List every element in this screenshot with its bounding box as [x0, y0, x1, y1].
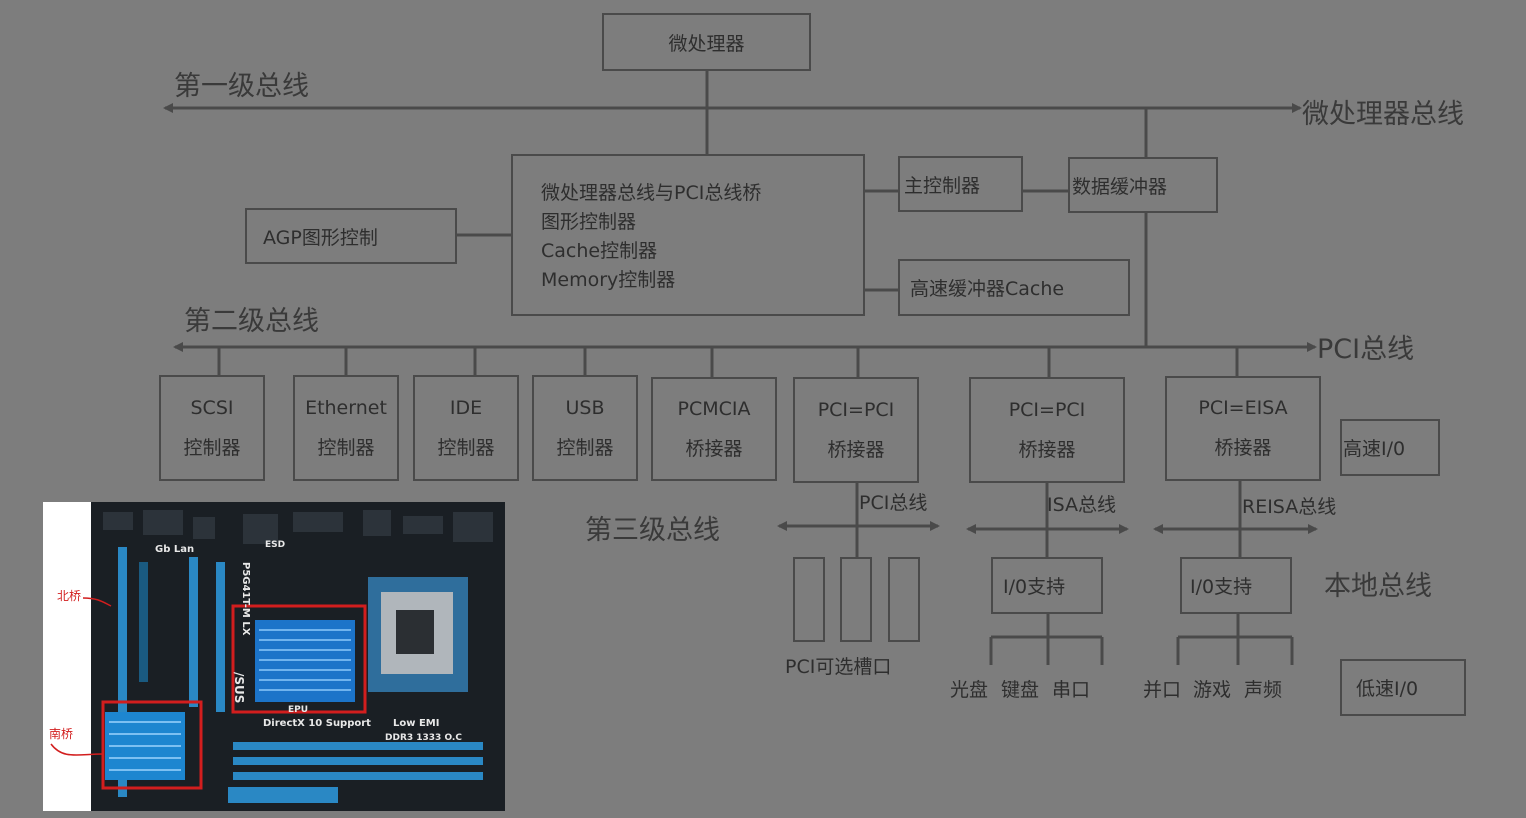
bridge-line-3: Cache控制器: [541, 240, 658, 262]
controller-name: SCSI: [190, 396, 234, 419]
level2-bus-label: 第二级总线: [184, 306, 319, 337]
pci-bus-label: PCI总线: [1317, 334, 1415, 365]
io2-item-parallel: 并口: [1143, 679, 1182, 701]
usb-controller-box: USB 控制器: [532, 375, 638, 481]
south-bridge-label: 南桥: [49, 726, 73, 741]
io1-item-cdrom: 光盘: [950, 679, 989, 701]
board-label-emi: Low EMI: [393, 718, 439, 729]
main-controller-box: 主控制器: [898, 156, 1023, 212]
pci-slots-label: PCI可选槽口: [785, 656, 892, 678]
pcmcia-bridge-box: PCMCIA 桥接器: [651, 377, 777, 481]
bridge-line-2: 图形控制器: [541, 211, 637, 233]
data-buffer-label: 数据缓冲器: [1072, 175, 1168, 198]
data-buffer-box: 数据缓冲器: [1068, 157, 1218, 213]
board-label-dx: DirectX 10 Support: [263, 718, 371, 729]
cpu-label: 微处理器: [668, 32, 745, 55]
controller-name: USB: [565, 396, 605, 419]
pci-slot-1: [793, 557, 825, 642]
io1-item-serial: 串口: [1052, 679, 1091, 701]
io1-item-keyboard: 键盘: [1001, 679, 1040, 701]
board-label-esd: ESD: [265, 540, 285, 550]
agp-box: AGP图形控制: [245, 208, 457, 264]
io-support-1-label: I/0支持: [1003, 576, 1066, 598]
motherboard-illustration: Gb Lan ESD /SUS P5G41T-M LX EPU DirectX …: [43, 502, 505, 811]
controller-type: 控制器: [556, 436, 614, 459]
low-speed-io-box: 低速I/0: [1340, 659, 1466, 716]
pci-slot-2: [840, 557, 872, 642]
level3-bus-label: 第三级总线: [585, 515, 720, 546]
pci-pci-bridge-1-box: PCI=PCI 桥接器: [793, 377, 919, 483]
motherboard-photo: Gb Lan ESD /SUS P5G41T-M LX EPU DirectX …: [43, 502, 505, 811]
sub-pci-bus-label: PCI总线: [859, 492, 928, 514]
cpu-box: 微处理器: [602, 13, 811, 71]
board-label-brand: /SUS: [232, 672, 246, 703]
bridge-box: 微处理器总线与PCI总线桥 图形控制器 Cache控制器 Memory控制器: [511, 154, 865, 316]
controller-type: 控制器: [317, 436, 375, 459]
north-bridge-label: 北桥: [57, 589, 81, 603]
isa-bus-label: ISA总线: [1047, 494, 1117, 516]
local-bus-label: 本地总线: [1324, 571, 1432, 602]
board-label-epu: EPU: [288, 705, 308, 715]
scsi-controller-box: SCSI 控制器: [159, 375, 265, 481]
controller-type: 桥接器: [827, 438, 885, 461]
reisa-bus-label: REISA总线: [1242, 496, 1337, 518]
controller-type: 控制器: [183, 436, 241, 459]
board-label-ddr: DDR3 1333 O.C: [385, 733, 462, 743]
controller-name: PCI=PCI: [817, 398, 895, 421]
controller-name: Ethernet: [305, 396, 387, 419]
bridge-line-1: 微处理器总线与PCI总线桥: [541, 182, 762, 204]
controller-name: PCI=EISA: [1198, 397, 1288, 419]
cache-label: 高速缓冲器Cache: [910, 278, 1065, 300]
cpu-bus-label: 微处理器总线: [1302, 99, 1464, 130]
cache-box: 高速缓冲器Cache: [898, 259, 1130, 316]
io-support-1-box: I/0支持: [991, 557, 1103, 614]
controller-name: PCI=PCI: [1008, 398, 1086, 421]
controller-type: 桥接器: [1214, 437, 1272, 459]
bridge-line-4: Memory控制器: [541, 269, 676, 291]
agp-label: AGP图形控制: [263, 226, 378, 249]
board-label-gblan: Gb Lan: [155, 544, 194, 555]
high-speed-io-label: 高速I/0: [1343, 438, 1406, 460]
controller-name: PCMCIA: [677, 397, 751, 420]
io2-item-audio: 声频: [1244, 679, 1283, 701]
io-support-2-box: I/0支持: [1180, 557, 1292, 614]
pci-pci-bridge-2-box: PCI=PCI 桥接器: [969, 377, 1125, 483]
io-support-2-label: I/0支持: [1190, 576, 1253, 598]
main-controller-label: 主控制器: [904, 174, 981, 197]
pci-slot-3: [888, 557, 920, 642]
pci-eisa-bridge-box: PCI=EISA 桥接器: [1165, 376, 1321, 481]
controller-type: 控制器: [437, 436, 495, 459]
io2-item-game: 游戏: [1193, 679, 1232, 701]
controller-type: 桥接器: [685, 437, 743, 460]
board-label-model: P5G41T-M LX: [240, 562, 251, 636]
high-speed-io-box: 高速I/0: [1340, 419, 1440, 476]
low-speed-io-label: 低速I/0: [1356, 678, 1419, 700]
ethernet-controller-box: Ethernet 控制器: [293, 375, 399, 481]
controller-type: 桥接器: [1018, 438, 1076, 461]
level1-bus-label: 第一级总线: [174, 71, 309, 102]
controller-name: IDE: [449, 396, 483, 419]
ide-controller-box: IDE 控制器: [413, 375, 519, 481]
